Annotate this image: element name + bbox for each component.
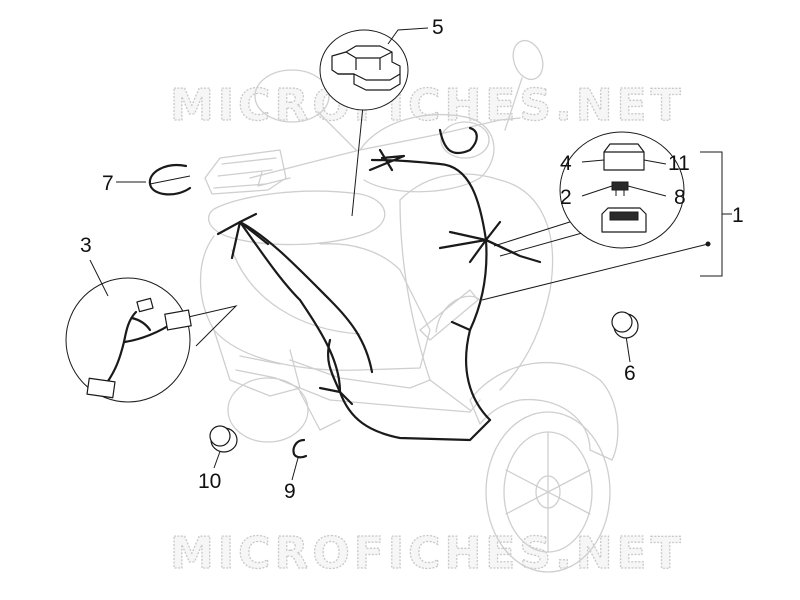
- left-mirror: [254, 69, 330, 123]
- front-fender: [469, 361, 619, 461]
- handlebar: [249, 117, 521, 179]
- bubble-part-3: [65, 277, 238, 403]
- part-10-grommet: [209, 425, 238, 469]
- bubble-part-5: [319, 29, 409, 217]
- watermark-bottom: MICROFICHES.NET: [170, 528, 685, 579]
- callout-2: 2: [560, 186, 572, 209]
- relay-icon: [331, 45, 401, 91]
- bubble-fuse-box: [493, 131, 685, 257]
- rear-wheel: [227, 377, 309, 443]
- callout-9: 9: [284, 480, 296, 503]
- scooter-outline: [199, 39, 619, 573]
- part-6-grommet: [611, 311, 639, 363]
- front-wheel: [485, 411, 611, 573]
- callout-8: 8: [674, 186, 686, 209]
- leg-shield: [399, 173, 554, 391]
- sub-harness-icon: [86, 297, 192, 399]
- callout-7: 7: [102, 172, 114, 195]
- right-mirror: [512, 39, 544, 81]
- seat: [207, 190, 386, 246]
- part-9-clip: [291, 438, 308, 481]
- main-wiring-harness: [216, 126, 542, 442]
- part-7-clip: [116, 164, 192, 196]
- callout-5: 5: [432, 16, 444, 39]
- leader-dot-1: [705, 241, 711, 247]
- callout-bracket-1: [481, 151, 732, 301]
- rear-rack: [204, 149, 287, 195]
- rear-body: [199, 235, 431, 371]
- callout-3: 3: [80, 234, 92, 257]
- fuse-holder-icon: [601, 207, 647, 233]
- callout-4: 4: [560, 152, 572, 175]
- callout-10: 10: [198, 470, 221, 493]
- headlight: [440, 121, 490, 159]
- engine-cover: [213, 329, 301, 397]
- floorboard: [279, 379, 481, 413]
- fuse-box-cover-icon: [603, 143, 645, 171]
- watermark-top: MICROFICHES.NET: [170, 80, 685, 131]
- callout-1: 1: [732, 204, 744, 227]
- callout-11: 11: [668, 152, 690, 175]
- callout-6: 6: [624, 362, 636, 385]
